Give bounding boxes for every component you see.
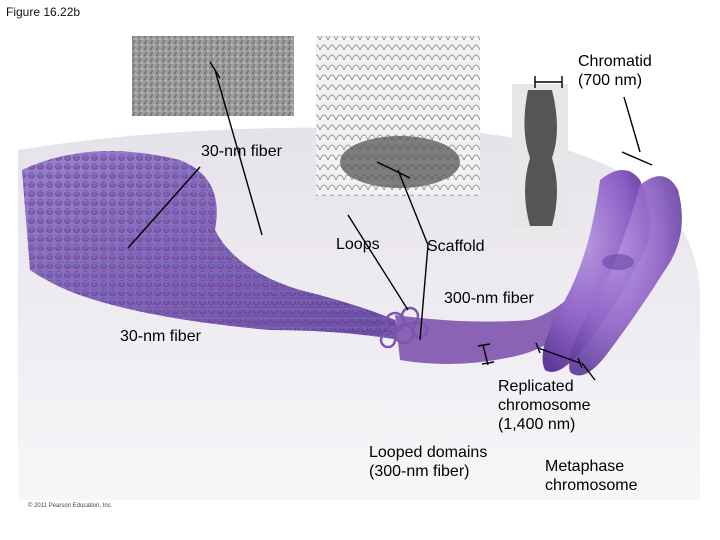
metaphase-chromosome bbox=[542, 170, 682, 376]
fiber-300nm-strand bbox=[395, 290, 588, 364]
copyright-notice: © 2011 Pearson Education, Inc. bbox=[28, 503, 113, 509]
micrograph-chromatid bbox=[524, 90, 557, 226]
fiber-30nm-texture bbox=[22, 151, 400, 340]
label-looped-domains-line1: Looped domains bbox=[369, 444, 488, 461]
label-30nm-fiber-left: 30-nm fiber bbox=[120, 328, 201, 345]
leader-lines bbox=[127, 61, 653, 381]
label-30nm-fiber-top: 30-nm fiber bbox=[201, 143, 282, 160]
label-chromatid: Chromatid bbox=[578, 53, 652, 70]
label-replicated-line2: chromosome bbox=[498, 397, 591, 414]
label-looped-domains-line2: (300-nm fiber) bbox=[369, 463, 470, 480]
figure-caption: Figure 16.22b bbox=[6, 5, 81, 19]
micrograph-30nm-fiber bbox=[132, 36, 294, 116]
label-metaphase-line1: Metaphase bbox=[545, 458, 625, 475]
label-scaffold: Scaffold bbox=[427, 238, 485, 255]
label-chromatid-size: (700 nm) bbox=[578, 72, 643, 89]
label-loops: Loops bbox=[336, 236, 380, 253]
label-replicated-line3: (1,400 nm) bbox=[498, 416, 576, 433]
scaffold-dark-region bbox=[340, 136, 460, 188]
label-metaphase-line2: chromosome bbox=[545, 477, 638, 494]
label-replicated-line1: Replicated bbox=[498, 378, 574, 395]
looped-domains bbox=[379, 306, 429, 349]
label-300nm-fiber: 300-nm fiber bbox=[444, 290, 534, 307]
